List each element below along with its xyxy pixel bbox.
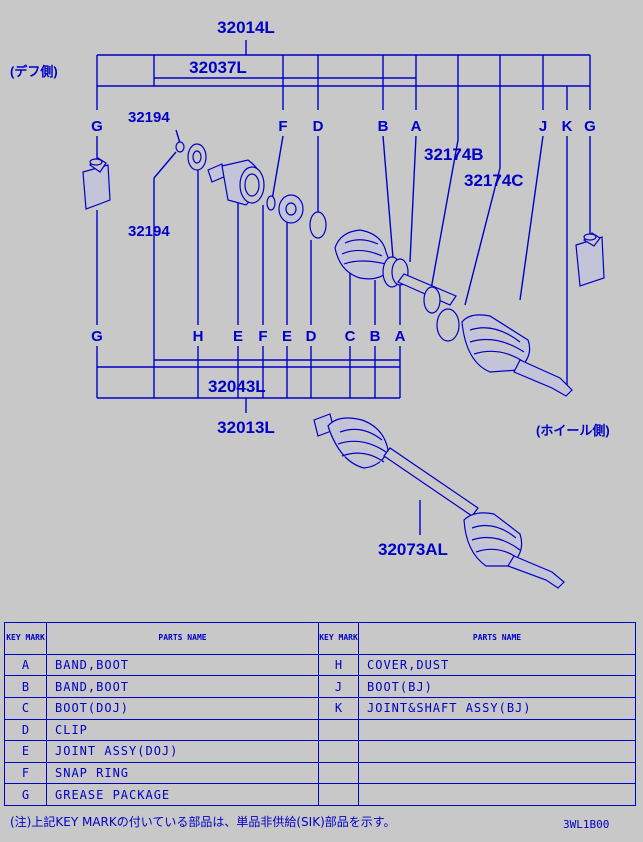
table-row: G GREASE PACKAGE [4, 783, 636, 806]
bottom-key-C: C [345, 328, 356, 345]
assembly-bracket-bottom [96, 346, 401, 413]
table-row: A BAND,BOOT H COVER,DUST [4, 653, 636, 677]
bottom-key-letters: G H E F E D C B A [91, 328, 405, 345]
part-name-cell: BOOT(DOJ) [46, 697, 319, 720]
empty-cell [318, 783, 359, 806]
bottom-key-H: H [193, 328, 204, 345]
table-row: F SNAP RING [4, 761, 636, 785]
top-key-F: F [278, 118, 287, 135]
part-name-cell: SNAP RING [46, 761, 319, 785]
band-32174C-icon [436, 308, 460, 342]
grease-package-left-icon [82, 157, 111, 210]
label-diff-side: (デフ側) [10, 64, 58, 79]
part-name-cell: JOINT&SHAFT ASSY(BJ) [358, 697, 636, 720]
bottom-key-E1: E [233, 328, 243, 345]
bj-joint-shaft-icon [513, 359, 573, 397]
key-cell: A [4, 653, 47, 677]
bottom-key-F: F [258, 328, 267, 345]
clip-32194-icon [175, 141, 185, 153]
part-name-cell: GREASE PACKAGE [46, 783, 319, 806]
empty-cell [358, 740, 636, 763]
key-cell: H [318, 653, 359, 677]
key-cell: E [4, 740, 47, 763]
doj-inner-race-icon [278, 194, 304, 224]
boot-doj-icon [334, 229, 393, 280]
top-key-A: A [411, 118, 422, 135]
key-cell: D [4, 718, 47, 742]
label-32194-bottom: 32194 [128, 223, 170, 240]
leader-lines [96, 129, 591, 386]
table-row: C BOOT(DOJ) K JOINT&SHAFT ASSY(BJ) [4, 697, 636, 720]
label-32037L: 32037L [189, 58, 247, 77]
key-cell: F [4, 761, 47, 785]
bottom-key-B: B [370, 328, 381, 345]
top-key-J: J [539, 118, 547, 135]
empty-cell [318, 761, 359, 785]
top-key-B: B [378, 118, 389, 135]
boot-bj-icon [461, 314, 531, 373]
label-32194-top: 32194 [128, 109, 170, 126]
part-name-cell: COVER,DUST [358, 653, 636, 677]
part-name-cell: CLIP [46, 718, 319, 742]
parts-key-table: KEY MARK PARTS NAME KEY MARK PARTS NAME … [4, 622, 636, 806]
key-cell: J [318, 675, 359, 699]
header-parts-name-right: PARTS NAME [358, 622, 636, 655]
header-key-mark-left: KEY MARK [4, 622, 47, 655]
table-row: B BAND,BOOT J BOOT(BJ) [4, 675, 636, 699]
part-name-cell: JOINT ASSY(DOJ) [46, 740, 319, 763]
grease-package-right-icon [575, 232, 605, 287]
empty-cell [318, 718, 359, 742]
drive-shaft-assembly-icon [313, 413, 565, 589]
footnote: (注)上記KEY MARKの付いている部品は、単品非供給(SIK)部品を示す。 [10, 815, 396, 829]
label-wheel-side: (ホイール側) [536, 423, 610, 438]
assembly-bracket-top [96, 40, 591, 168]
empty-cell [318, 740, 359, 763]
diagram-code: 3WL1B00 [563, 818, 610, 831]
snap-ring-icon [266, 195, 276, 211]
top-key-G1: G [91, 118, 103, 135]
part-name-cell: BAND,BOOT [46, 675, 319, 699]
key-cell: G [4, 783, 47, 806]
bottom-key-G: G [91, 328, 103, 345]
table-header-row: KEY MARK PARTS NAME KEY MARK PARTS NAME [4, 622, 636, 655]
band-32174B-icon [423, 286, 441, 314]
empty-cell [358, 761, 636, 785]
empty-cell [358, 718, 636, 742]
table-row: E JOINT ASSY(DOJ) [4, 740, 636, 763]
key-cell: K [318, 697, 359, 720]
label-32043L: 32043L [208, 377, 266, 396]
top-key-G2: G [584, 118, 596, 135]
key-cell: B [4, 675, 47, 699]
table-row: D CLIP [4, 718, 636, 742]
dust-cover-icon [187, 143, 207, 171]
top-key-D: D [313, 118, 324, 135]
part-name-cell: BAND,BOOT [46, 653, 319, 677]
label-32013L: 32013L [217, 418, 275, 437]
bottom-key-A: A [395, 328, 406, 345]
header-key-mark-right: KEY MARK [318, 622, 359, 655]
top-key-K: K [562, 118, 573, 135]
label-32073AL: 32073AL [378, 540, 448, 559]
top-key-letters: G F D B A J K G [91, 118, 596, 135]
doj-outer-race-icon [207, 159, 265, 206]
label-32174B: 32174B [424, 145, 484, 164]
empty-cell [358, 783, 636, 806]
part-name-cell: BOOT(BJ) [358, 675, 636, 699]
bottom-key-D: D [306, 328, 317, 345]
key-cell: C [4, 697, 47, 720]
header-parts-name-left: PARTS NAME [46, 622, 319, 655]
label-32014L: 32014L [217, 18, 275, 37]
clip-ring-icon [309, 211, 327, 239]
label-32174C: 32174C [464, 171, 524, 190]
bottom-key-E2: E [282, 328, 292, 345]
